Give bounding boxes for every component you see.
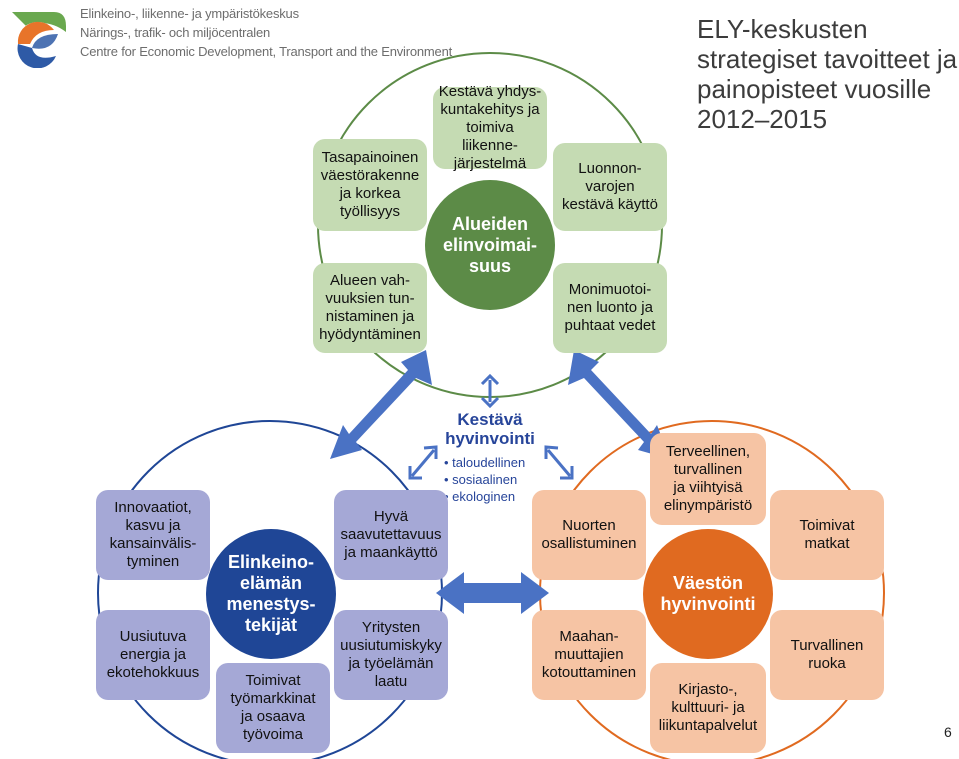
center-list-item: taloudellinen — [444, 454, 525, 471]
slide-title-line: 2012–2015 — [697, 104, 828, 134]
goal-box-business-renewal: Yritysten uusiutumiskyky ja työelämän la… — [334, 610, 448, 700]
goal-box-labour-market: Toimivat työmarkkinat ja osaava työvoima — [216, 663, 330, 753]
slide-title-line: ELY-keskusten — [697, 14, 868, 44]
goal-box-functional-travel: Toimivat matkat — [770, 490, 884, 580]
org-name-sv: Närings-, trafik- och miljöcentralen — [80, 25, 271, 40]
center-circle-regional-vitality: Alueiden elinvoimai- suus — [425, 180, 555, 310]
arrow-small-up — [480, 373, 500, 409]
center-list-item: ekologinen — [444, 488, 525, 505]
org-name-fi: Elinkeino-, liikenne- ja ympäristökeskus — [80, 6, 299, 21]
goal-box-healthy-environment: Terveellinen, turvallinen ja viihtyisä e… — [650, 433, 766, 525]
arrow-blue-orange — [436, 572, 549, 614]
center-circle-population-wellbeing: Väestön hyvinvointi — [643, 529, 773, 659]
ely-logo — [12, 12, 66, 68]
slide-title: ELY-keskusten strategiset tavoitteet ja … — [697, 14, 959, 134]
goal-box-renewable-energy: Uusiutuva energia ja ekotehokkuus — [96, 610, 210, 700]
center-title: Kestävä hyvinvointi — [445, 410, 535, 448]
center-circle-business-success: Elinkeino- elämän menestys- tekijät — [206, 529, 336, 659]
goal-box-safe-food: Turvallinen ruoka — [770, 610, 884, 700]
center-list-item: sosiaalinen — [444, 471, 525, 488]
goal-box-accessibility: Hyvä saavutettavuus ja maankäyttö — [334, 490, 448, 580]
goal-box-regional-strengths: Alueen vah- vuuksien tun- nistaminen ja … — [313, 263, 427, 353]
page-number: 6 — [944, 724, 952, 740]
goal-box-innovation: Innovaatiot, kasvu ja kansainvälis- tymi… — [96, 490, 210, 580]
arrow-green-blue — [330, 350, 432, 459]
org-name-en: Centre for Economic Development, Transpo… — [80, 44, 453, 59]
goal-box-youth-participation: Nuorten osallistuminen — [532, 490, 646, 580]
goal-box-library-culture-sports: Kirjasto-, kulttuuri- ja liikuntapalvelu… — [650, 663, 766, 753]
arrow-green-orange — [568, 350, 670, 459]
arrow-small-right — [544, 445, 574, 480]
goal-box-biodiversity-waters: Monimuotoi- nen luonto ja puhtaat vedet — [553, 263, 667, 353]
slide-title-line: painopisteet vuosille — [697, 74, 932, 104]
arrow-small-left — [408, 445, 438, 480]
goal-box-immigrant-integration: Maahan- muuttajien kotouttaminen — [532, 610, 646, 700]
goal-box-natural-resources: Luonnon- varojen kestävä käyttö — [553, 143, 667, 231]
center-list: taloudellinen sosiaalinen ekologinen — [444, 454, 525, 505]
goal-box-sustainable-community: Kestävä yhdys- kuntakehitys ja toimiva l… — [433, 83, 547, 172]
goal-box-balanced-population: Tasapainoinen väestörakenne ja korkea ty… — [313, 139, 427, 231]
slide-title-line: strategiset tavoitteet ja — [697, 44, 958, 74]
